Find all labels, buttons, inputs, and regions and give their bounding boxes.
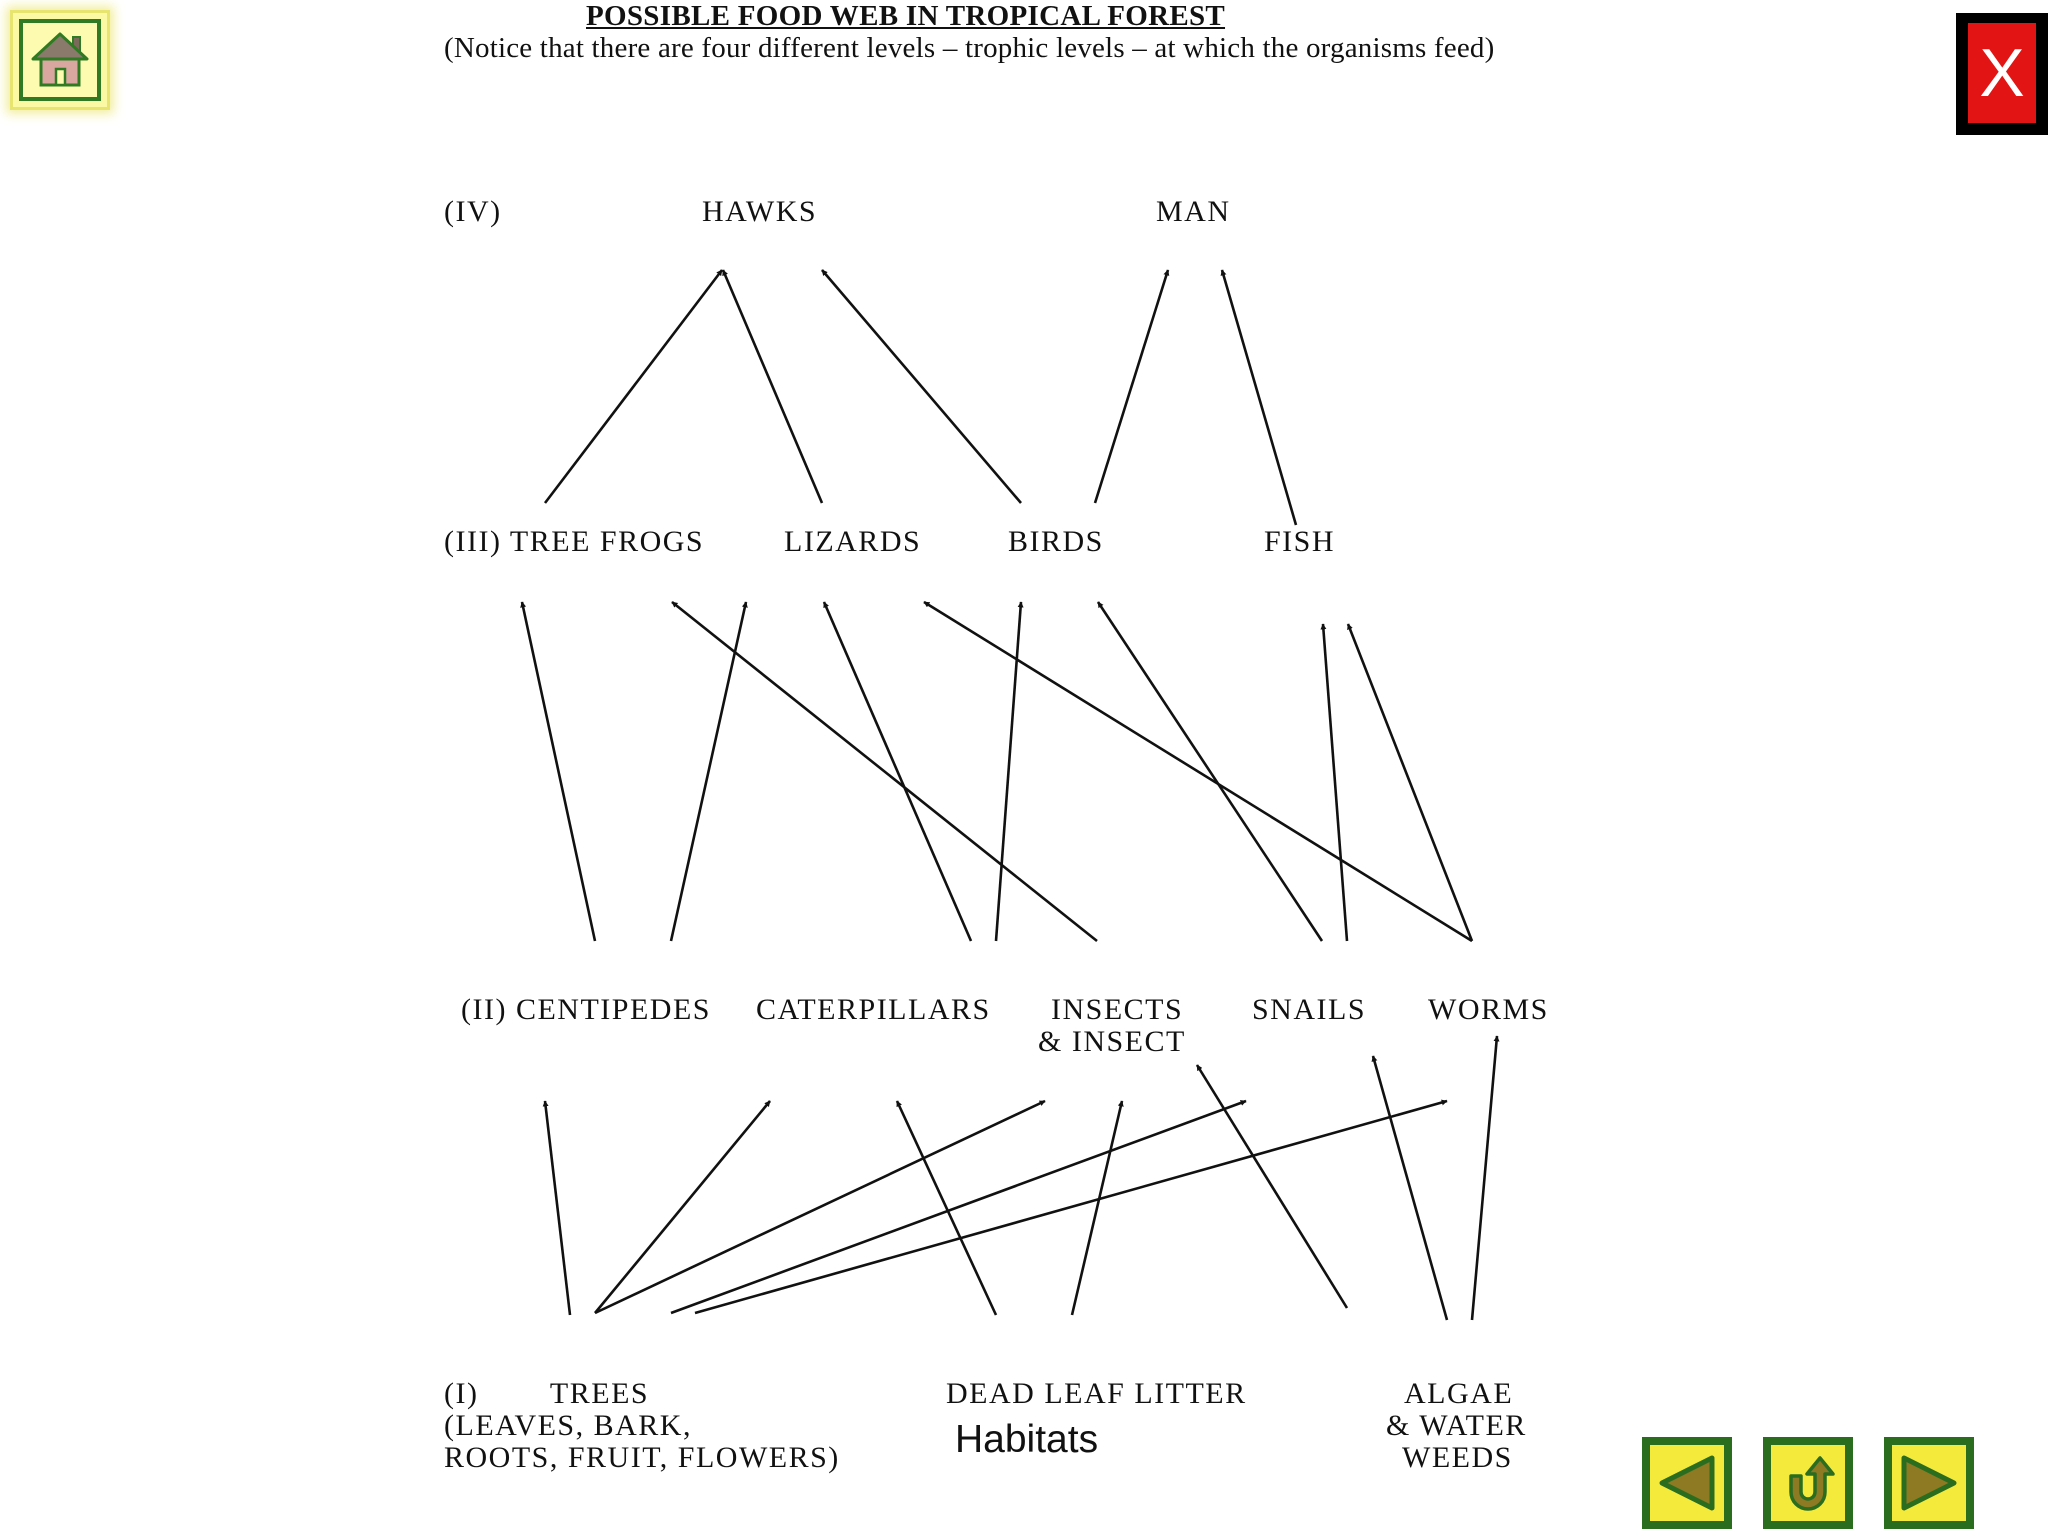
close-button[interactable]: X (1956, 13, 2048, 135)
arrow-algae-to-worms (1470, 1035, 1500, 1321)
node-caterpillars: CATERPILLARS (756, 993, 991, 1026)
arrow-centipedes-to-treefrogs (520, 601, 597, 942)
arrow-birds-to-hawks (821, 269, 1022, 504)
home-icon (31, 32, 89, 87)
close-label: X (1968, 23, 2036, 123)
arrow-trees-to-insects (594, 1099, 1046, 1315)
node-insects-line1: INSECTS (1051, 993, 1184, 1026)
node-hawks: HAWKS (702, 195, 818, 228)
node-insects-line2: & INSECT (1038, 1025, 1186, 1058)
arrow-worms-to-lizards (923, 600, 1473, 943)
node-trees-line1: (I) TREES (444, 1377, 650, 1410)
node-fish: FISH (1264, 525, 1336, 558)
arrow-fish-to-man (1220, 269, 1298, 526)
level-iv-marker: (IV) (444, 195, 502, 228)
node-algae-line2: & WATER (1386, 1409, 1527, 1442)
arrow-trees-to-caterpillars (593, 1100, 772, 1314)
home-button-frame (19, 19, 101, 101)
node-trees-line2: (LEAVES, BARK, (444, 1409, 692, 1442)
forward-button-face (1892, 1445, 1966, 1521)
arrow-birds-to-man (1093, 269, 1170, 504)
node-man: MAN (1156, 195, 1231, 228)
node-algae-line3: WEEDS (1402, 1441, 1513, 1474)
node-tree-frogs: (III) TREE FROGS (444, 525, 705, 558)
arrow-leaflitter-to-caterpillars (895, 1100, 998, 1316)
back-button-face (1650, 1445, 1724, 1521)
triangle-right-icon (1901, 1455, 1957, 1511)
arrow-trees-to-centipedes (542, 1100, 572, 1316)
node-centipedes: (II) CENTIPEDES (461, 993, 711, 1026)
page-subtitle: (Notice that there are four different le… (444, 32, 1495, 64)
arrow-snails-to-birds (1096, 601, 1324, 942)
arrow-caterpillars-to-lizards (822, 601, 973, 942)
arrow-treefrogs-to-hawks (543, 269, 724, 504)
node-worms: WORMS (1428, 993, 1549, 1026)
page-title: POSSIBLE FOOD WEB IN TROPICAL FOREST (586, 0, 1226, 32)
arrow-worms-to-fish (1346, 623, 1474, 942)
forward-button[interactable] (1884, 1437, 1974, 1529)
arrow-trees-to-worms (694, 1099, 1448, 1315)
node-lizards: LIZARDS (784, 525, 922, 558)
arrow-lizards-to-hawks (721, 269, 824, 504)
node-snails: SNAILS (1252, 993, 1367, 1026)
arrow-leaflitter-to-insects (1070, 1100, 1124, 1316)
arrow-trees-to-snails (670, 1099, 1247, 1315)
triangle-left-icon (1659, 1455, 1715, 1511)
node-birds: BIRDS (1008, 525, 1104, 558)
arrow-algae-to-snails (1371, 1055, 1449, 1321)
return-button[interactable] (1763, 1437, 1853, 1529)
back-button[interactable] (1642, 1437, 1732, 1529)
arrow-centipedes-to-lizards (669, 601, 748, 942)
node-algae-line1: ALGAE (1404, 1377, 1514, 1410)
return-button-face (1771, 1445, 1845, 1521)
arrow-snails-to-fish (1320, 623, 1349, 942)
habitats-link[interactable]: Habitats (955, 1418, 1099, 1461)
u-turn-arrow-icon (1789, 1456, 1835, 1511)
node-dead-leaf-litter: DEAD LEAF LITTER (946, 1377, 1247, 1410)
arrow-insects-to-treefrogs (671, 600, 1098, 943)
arrow-algae-to-insects (1195, 1064, 1349, 1309)
node-trees-line3: ROOTS, FRUIT, FLOWERS) (444, 1441, 840, 1474)
home-button[interactable] (10, 10, 110, 110)
